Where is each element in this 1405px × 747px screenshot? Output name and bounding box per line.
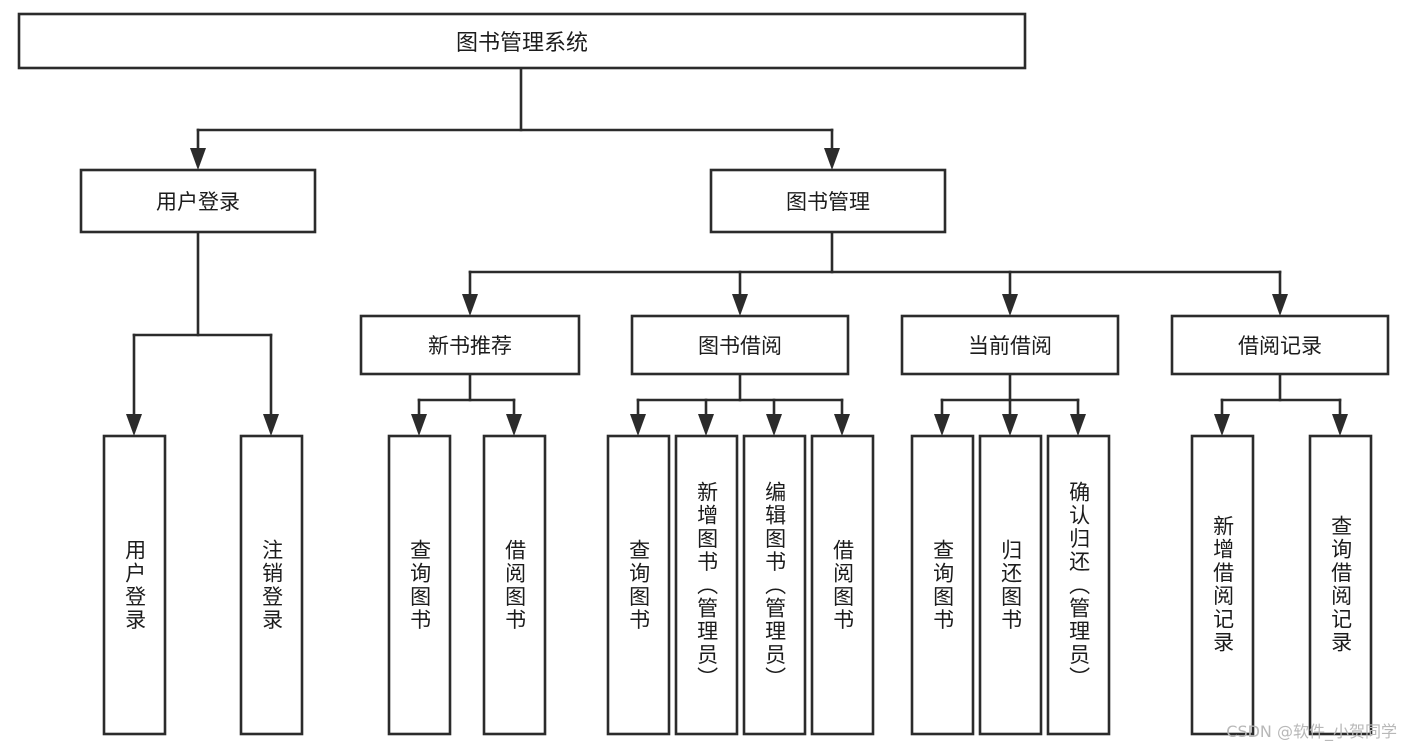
node-leaf-bb-borrow-book[interactable] — [810, 434, 875, 736]
arrow-bookmgmt-to-current — [1002, 294, 1018, 316]
arrow-current-to-leaf3 — [1070, 414, 1086, 436]
node-book-borrow[interactable] — [630, 314, 850, 376]
node-user-login[interactable] — [79, 168, 317, 234]
node-leaf-cb-return-book[interactable] — [978, 434, 1043, 736]
arrow-borrow-to-leaf1 — [630, 414, 646, 436]
node-new-book-recommend[interactable] — [359, 314, 581, 376]
node-leaf-bb-edit-book[interactable] — [742, 434, 807, 736]
arrow-bookmgmt-to-borrow — [732, 294, 748, 316]
node-current-borrow[interactable] — [900, 314, 1120, 376]
node-leaf-user-login[interactable] — [102, 434, 167, 736]
arrow-userlogin-to-leaf2 — [263, 414, 279, 436]
node-leaf-bb-query-book[interactable] — [606, 434, 671, 736]
node-leaf-cb-query-book[interactable] — [910, 434, 975, 736]
arrow-borrow-to-leaf2 — [698, 414, 714, 436]
arrow-current-to-leaf2 — [1002, 414, 1018, 436]
arrow-borrow-to-leaf3 — [766, 414, 782, 436]
arrow-record-to-leaf1 — [1214, 414, 1230, 436]
node-borrow-record[interactable] — [1170, 314, 1390, 376]
node-box-group — [17, 12, 1390, 736]
node-book-management[interactable] — [709, 168, 947, 234]
node-leaf-nb-borrow-book[interactable] — [482, 434, 547, 736]
node-leaf-cb-confirm-return[interactable] — [1046, 434, 1111, 736]
arrow-bookmgmt-to-record — [1272, 294, 1288, 316]
arrow-bookmgmt-to-newbook — [462, 294, 478, 316]
node-leaf-rec-query[interactable] — [1308, 434, 1373, 736]
node-leaf-rec-add[interactable] — [1190, 434, 1255, 736]
arrow-root-to-userlogin — [190, 148, 206, 170]
node-leaf-bb-add-book[interactable] — [674, 434, 739, 736]
node-root[interactable] — [17, 12, 1027, 70]
node-leaf-logout[interactable] — [239, 434, 304, 736]
node-leaf-nb-query-book[interactable] — [387, 434, 452, 736]
arrow-newbook-to-leaf1 — [411, 414, 427, 436]
arrow-record-to-leaf2 — [1332, 414, 1348, 436]
connector-group — [126, 66, 1348, 436]
arrow-root-to-bookmgmt — [824, 148, 840, 170]
arrow-userlogin-to-leaf1 — [126, 414, 142, 436]
arrow-borrow-to-leaf4 — [834, 414, 850, 436]
arrow-current-to-leaf1 — [934, 414, 950, 436]
arrow-newbook-to-leaf2 — [506, 414, 522, 436]
